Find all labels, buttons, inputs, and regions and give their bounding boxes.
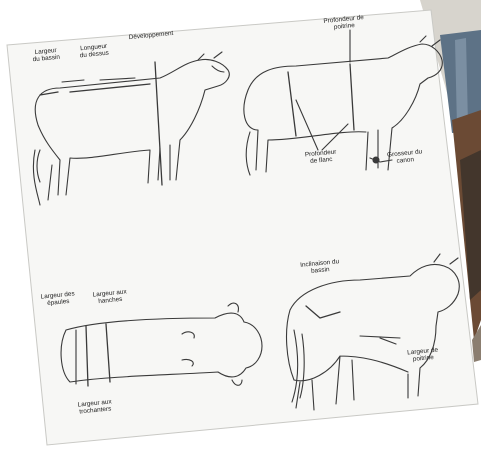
paper-sheet — [7, 10, 478, 445]
